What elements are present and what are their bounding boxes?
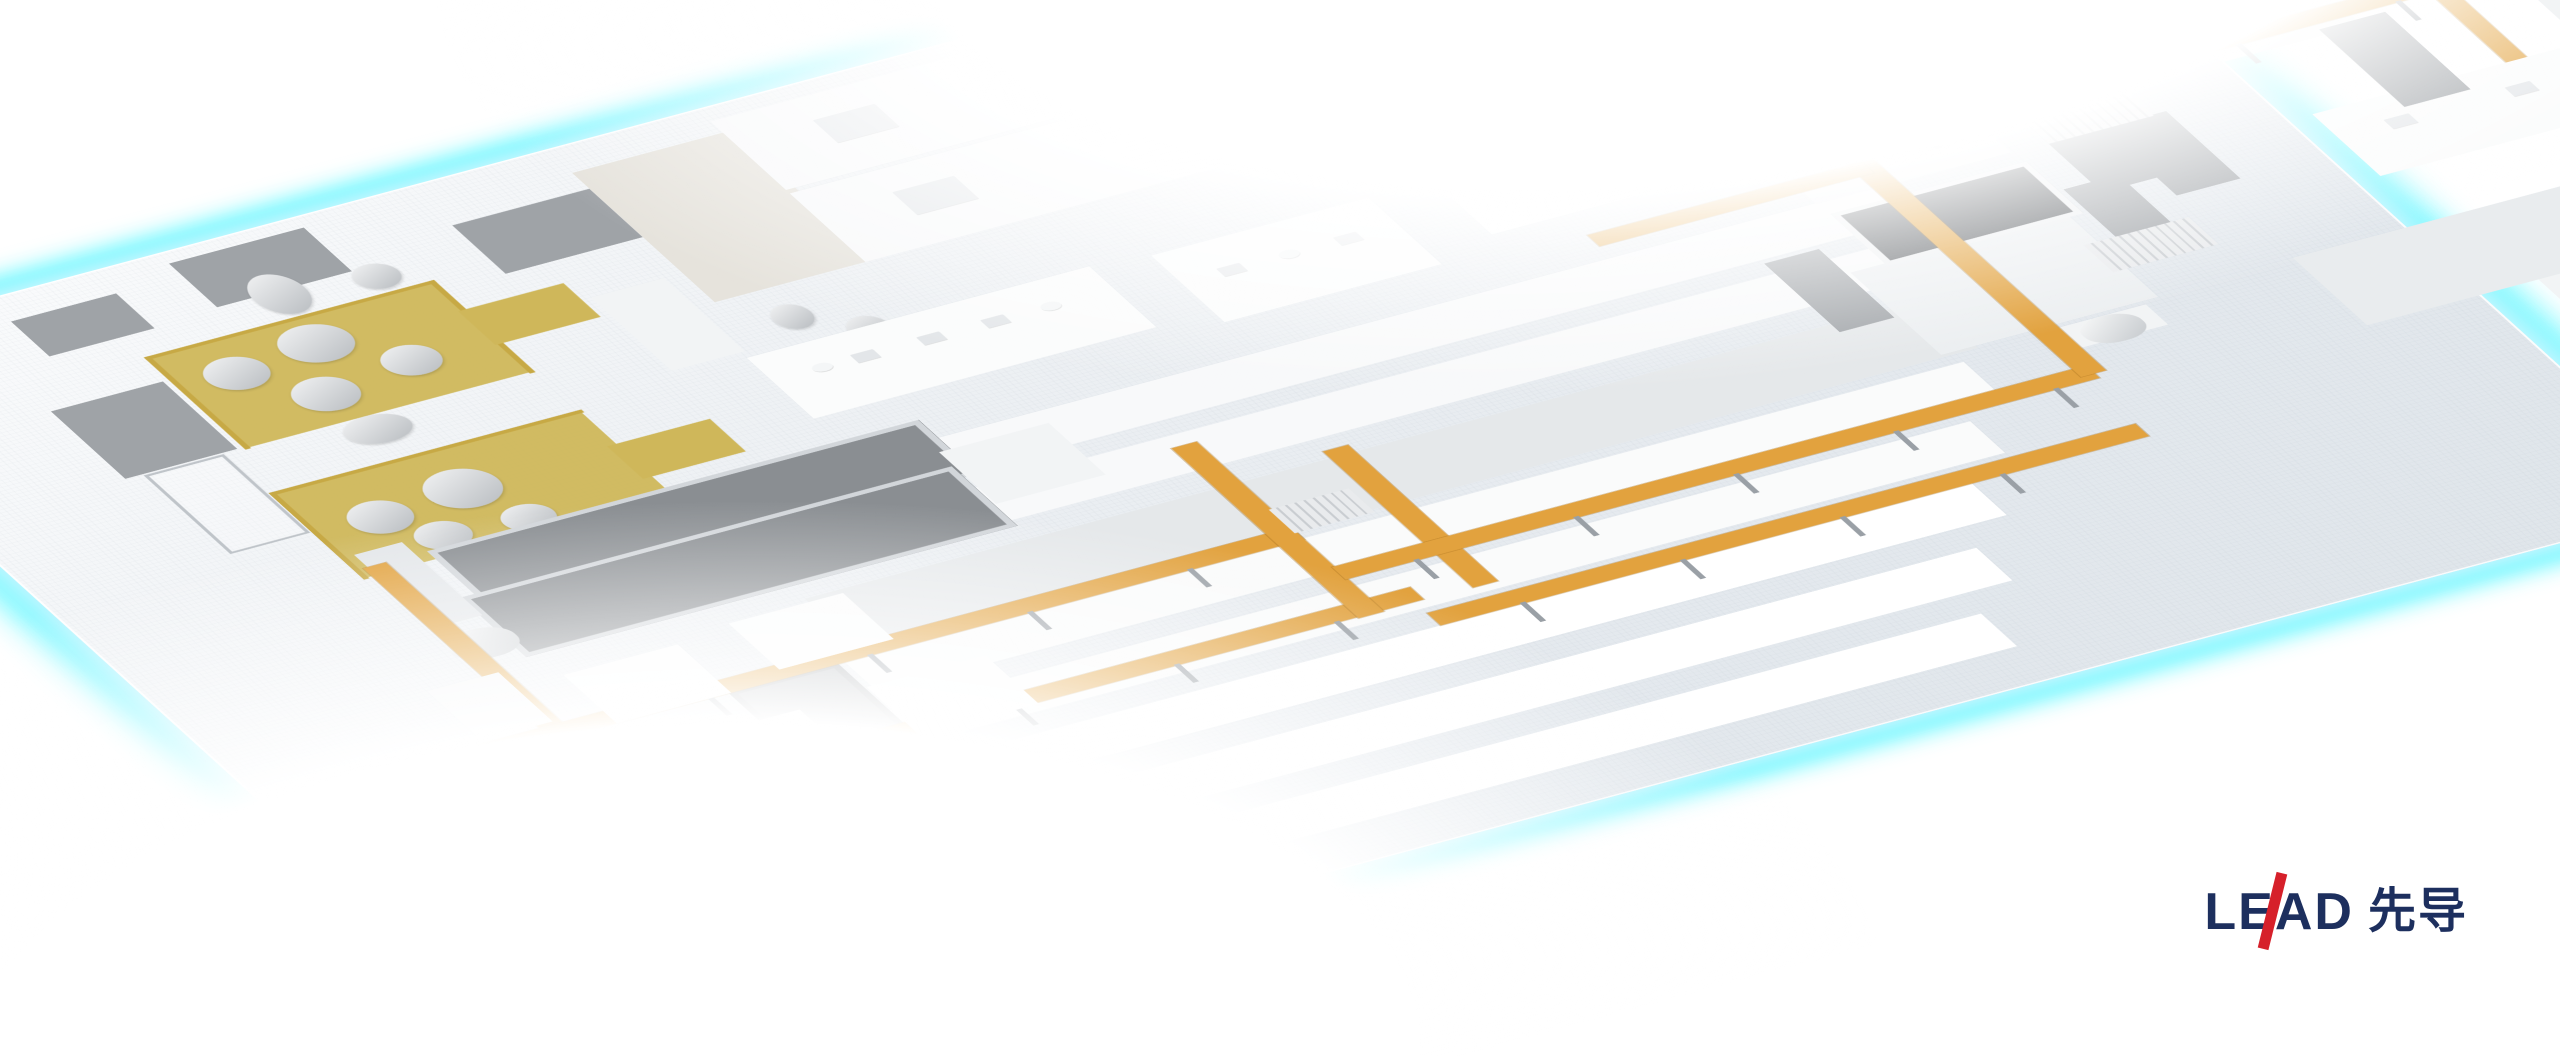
buffer-cabinet bbox=[2535, 0, 2560, 40]
lead-logo: LEAD 先导 bbox=[2204, 871, 2468, 951]
logo-wordmark: LEAD bbox=[2204, 871, 2354, 951]
tower-cabinet bbox=[2318, 11, 2471, 107]
logo-chinese-text: 先导 bbox=[2367, 885, 2468, 938]
